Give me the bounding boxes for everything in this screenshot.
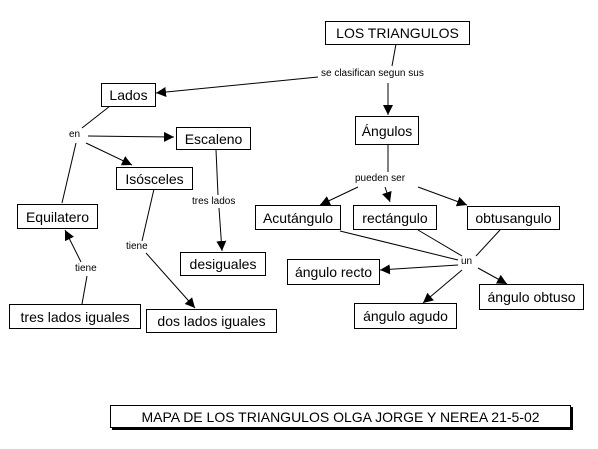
obtusangulo-node[interactable]: obtusangulo xyxy=(467,206,560,230)
link-tiene-isosceles: tiene xyxy=(125,241,149,252)
link-pueden-ser: pueden ser xyxy=(354,173,407,184)
link-se-clasifican: se clasifican segun sus xyxy=(320,68,425,79)
arrow-to-rectangulo xyxy=(382,186,392,203)
arrow-to-escaleno xyxy=(87,131,175,142)
arrow-to-acutangulo xyxy=(319,186,359,206)
dos-lados-iguales-node[interactable]: dos lados iguales xyxy=(146,309,277,333)
isosceles-node[interactable]: Isósceles xyxy=(116,167,193,190)
acutangulo-node[interactable]: Acutángulo xyxy=(255,205,341,230)
angulos-node[interactable]: Ángulos xyxy=(355,116,419,145)
connector-escaleno-treslados xyxy=(215,149,219,196)
arrow-to-dos-lados xyxy=(145,252,196,309)
tres-lados-iguales-node[interactable]: tres lados iguales xyxy=(9,304,141,329)
connector-en-equilatero xyxy=(61,142,77,204)
connector-isosceles-tiene xyxy=(141,188,155,242)
arrow-to-lados xyxy=(155,76,319,97)
arrow-to-equilatero xyxy=(64,229,82,263)
arrow-to-angulo-recto xyxy=(379,264,459,275)
arrow-to-obtusangulo xyxy=(417,186,468,207)
connector-title-link xyxy=(391,43,397,67)
arrow-to-desiguales xyxy=(216,207,227,252)
rectangulo-node[interactable]: rectángulo xyxy=(353,205,437,230)
footer-caption: MAPA DE LOS TRIANGULOS OLGA JORGE Y NERE… xyxy=(110,405,571,428)
connector-obtusangulo-un xyxy=(475,229,501,257)
angulo-recto-node[interactable]: ángulo recto xyxy=(287,259,380,285)
angulo-agudo-node[interactable]: ángulo agudo xyxy=(354,303,457,329)
link-un: un xyxy=(460,256,474,267)
arrow-to-angulo-obtuso xyxy=(477,267,508,285)
connector-rectangulo-un xyxy=(417,229,463,257)
escaleno-node[interactable]: Escaleno xyxy=(176,127,251,150)
link-en: en xyxy=(68,129,82,140)
angulo-obtuso-node[interactable]: ángulo obtuso xyxy=(479,284,584,310)
arrow-to-isosceles xyxy=(85,142,133,166)
connector-acutangulo-un xyxy=(339,230,459,261)
equilatero-node[interactable]: Equilatero xyxy=(17,204,98,229)
link-tres-lados: tres lados xyxy=(191,196,237,207)
desiguales-node[interactable]: desiguales xyxy=(180,252,266,276)
connector-lados-en xyxy=(81,105,111,129)
link-tiene-equilatero: tiene xyxy=(74,263,98,274)
lados-node[interactable]: Lados xyxy=(101,83,156,107)
arrow-to-angulo-agudo xyxy=(422,269,463,304)
title-node[interactable]: LOS TRIANGULOS xyxy=(325,21,470,45)
connector-treslados-tiene xyxy=(81,275,88,305)
